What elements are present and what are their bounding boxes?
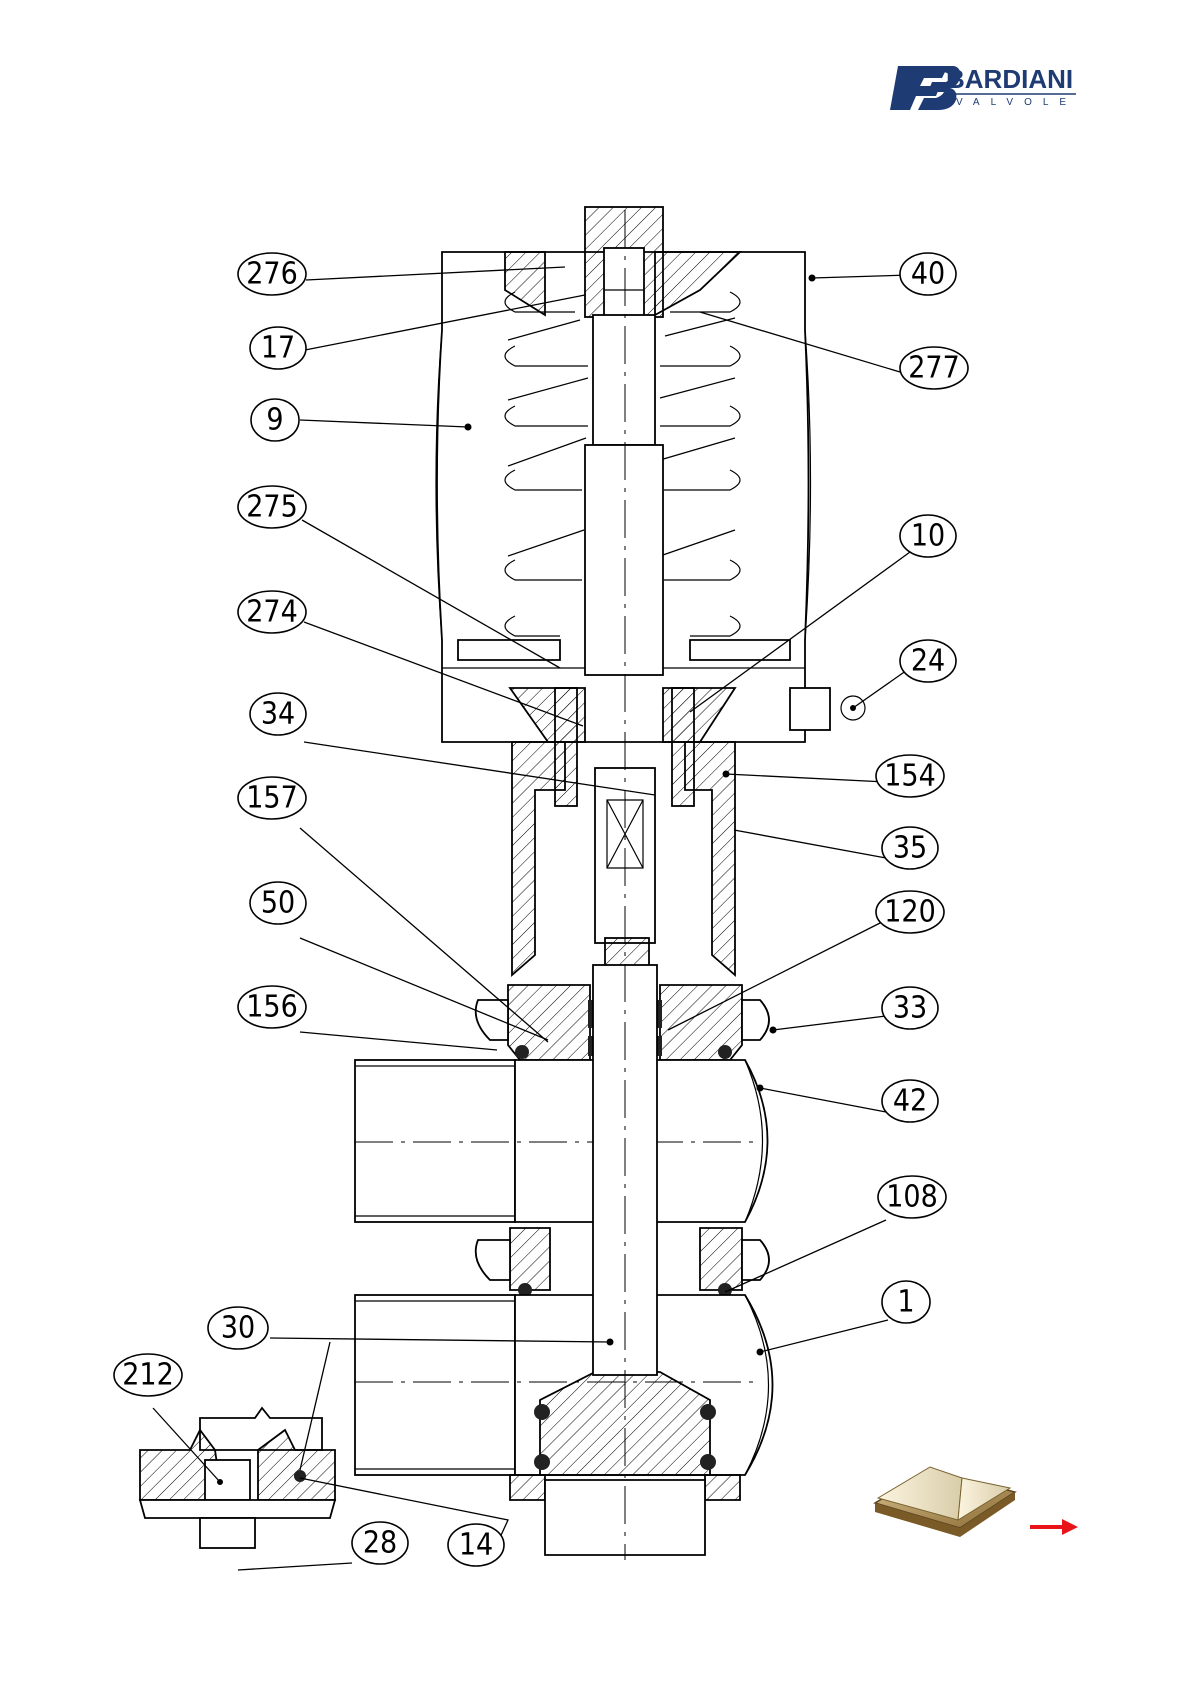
- svg-text:277: 277: [908, 351, 960, 386]
- svg-text:35: 35: [893, 831, 927, 866]
- svg-text:40: 40: [911, 257, 945, 292]
- callout-277: 277: [900, 347, 968, 389]
- svg-text:274: 274: [246, 595, 298, 630]
- svg-text:275: 275: [246, 490, 298, 525]
- book-nav-button[interactable]: [875, 1467, 1078, 1537]
- callout-35: 35: [882, 827, 938, 869]
- arrow-right-icon: [1030, 1519, 1078, 1535]
- callout-212: 212: [114, 1354, 182, 1396]
- callout-156: 156: [238, 986, 306, 1028]
- svg-text:10: 10: [911, 519, 945, 554]
- svg-text:28: 28: [363, 1526, 397, 1561]
- svg-text:50: 50: [261, 886, 295, 921]
- callout-9: 9: [251, 399, 299, 441]
- callout-17: 17: [250, 327, 306, 369]
- callout-14: 14: [448, 1524, 504, 1566]
- callout-276: 276: [238, 253, 306, 295]
- callout-275: 275: [238, 486, 306, 528]
- actuator: [436, 207, 865, 742]
- svg-text:120: 120: [884, 895, 936, 930]
- callout-34: 34: [250, 693, 306, 735]
- callout-154: 154: [876, 755, 944, 797]
- svg-text:157: 157: [246, 781, 298, 816]
- svg-text:17: 17: [261, 331, 295, 366]
- lower-body: [355, 1295, 773, 1555]
- svg-text:30: 30: [221, 1311, 255, 1346]
- callout-33: 33: [882, 987, 938, 1029]
- callout-30: 30: [208, 1307, 268, 1349]
- svg-text:33: 33: [893, 991, 927, 1026]
- svg-text:276: 276: [246, 257, 298, 292]
- callout-24: 24: [900, 640, 956, 682]
- callout-42: 42: [882, 1080, 938, 1122]
- svg-text:212: 212: [122, 1358, 174, 1393]
- svg-text:1: 1: [897, 1285, 914, 1320]
- svg-text:108: 108: [886, 1180, 938, 1215]
- svg-text:34: 34: [261, 697, 295, 732]
- callout-10: 10: [900, 515, 956, 557]
- callout-40: 40: [900, 253, 956, 295]
- callout-157: 157: [238, 777, 306, 819]
- callout-274: 274: [238, 591, 306, 633]
- book-icon: [875, 1467, 1015, 1537]
- callout-108: 108: [878, 1176, 946, 1218]
- svg-text:42: 42: [893, 1084, 927, 1119]
- svg-text:154: 154: [884, 759, 936, 794]
- upper-body: [355, 1060, 768, 1222]
- detail-view: [140, 1408, 335, 1548]
- callout-1: 1: [882, 1281, 930, 1323]
- svg-text:14: 14: [459, 1528, 493, 1563]
- callout-120: 120: [876, 891, 944, 933]
- callout-28: 28: [352, 1522, 408, 1564]
- callout-50: 50: [250, 882, 306, 924]
- svg-text:9: 9: [266, 403, 283, 438]
- svg-text:156: 156: [246, 990, 298, 1025]
- svg-text:24: 24: [911, 644, 945, 679]
